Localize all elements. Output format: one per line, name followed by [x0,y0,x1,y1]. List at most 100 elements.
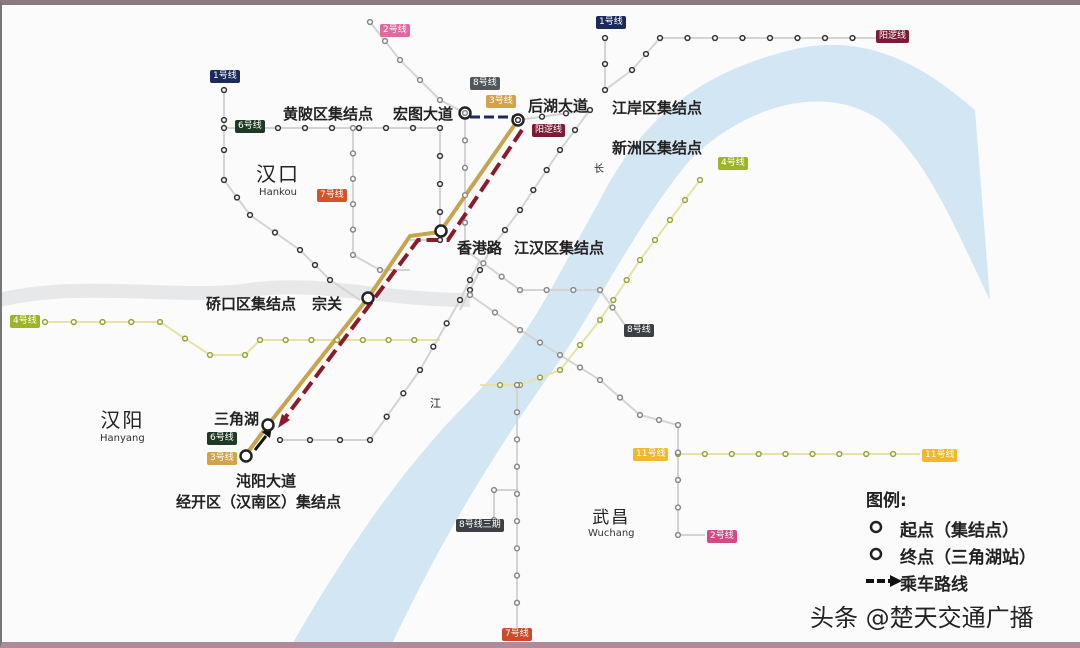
start-arrow [253,435,268,451]
station-dot [571,126,579,134]
station-zongguan: 宗关 [312,295,343,313]
line-yangluo [459,108,593,311]
station-dot [543,166,550,174]
line-badge: 3号线 [486,95,516,108]
station-dot [543,286,550,294]
station-dot [461,164,469,171]
legend-item: 乘车路线 [866,569,1036,596]
station-dot [396,56,404,64]
station-dot [516,326,524,334]
line-badge: 8号线三期 [456,519,504,532]
station-dot [755,450,762,458]
station-dot [381,37,389,45]
station-dot [436,124,444,132]
station-houhu: 后湖大道 [528,97,589,115]
station-dot [616,394,624,401]
station-dot [809,450,816,458]
station-dot [220,86,228,94]
station-dot [849,34,856,42]
district-name-en: Wuchang [588,528,635,539]
station-dot [596,286,604,294]
station-dot [601,86,609,94]
station-sanjiaohu: 三角湖 [214,410,260,428]
station-dot [246,211,254,219]
station-dot [436,180,444,188]
line-badge: 11号线 [922,449,958,462]
station-dot [513,572,521,579]
station-dot [513,599,521,606]
station-dot [430,343,437,350]
assembly-jingkai: 经开区（汉南区）集结点 [176,493,342,511]
station-dot [556,366,564,374]
line-badge: 阳逻线 [532,124,566,137]
station-dot [271,229,279,236]
station-dot [570,286,577,294]
station-dot [782,450,789,458]
station-dot [233,194,241,201]
line-badge: 11号线 [633,448,669,461]
station-dot [513,436,521,443]
station-dot [728,450,735,458]
station-dot [601,34,609,42]
dashed-arrow-icon [866,573,902,593]
station-dot [436,96,444,104]
station-dot [443,320,450,327]
station-dot [536,339,544,346]
station-dot [220,176,228,184]
station-dot [181,335,189,342]
line-badge: 2号线 [707,530,737,543]
river-label: 长 [594,164,604,175]
station-dot [628,66,636,74]
line-badge: 8号线 [624,324,654,337]
circle-icon [866,519,900,539]
line-4-west [45,321,440,356]
station-dot [456,296,464,304]
station-dot [328,124,336,132]
station-dot [436,152,444,160]
station-dot [436,236,444,244]
station-dot [674,449,682,456]
station-dot [636,411,644,419]
line-badge: 4号线 [718,157,748,170]
station-dot [411,336,418,344]
line-badge: 6号线 [235,120,265,133]
station-dot [476,266,484,274]
station-dot [326,276,334,284]
station-dot [642,50,650,58]
line-badge: 2号线 [380,24,410,37]
station-dot [656,34,664,42]
station-dot [409,124,417,132]
station-hongtu: 宏图大道 [393,105,454,123]
station-dot [794,34,801,42]
station-dot [655,416,663,424]
assembly-huangpi: 黄陂区集结点 [283,105,374,123]
station-dot [220,124,228,132]
station-dot [514,116,522,124]
station-dot [674,476,682,484]
station-dot [513,545,521,552]
district-name-en: Hanyang [100,433,145,444]
line-badge: 4号线 [10,315,40,328]
assembly-xinzhou: 新洲区集结点 [612,139,703,157]
station-dot [513,490,521,498]
station-dot [376,266,384,274]
station-dot [416,366,424,374]
assembly-jianghan: 江汉区集结点 [514,239,605,257]
line-badge: 3号线 [207,452,237,465]
station-dot [306,436,314,444]
station-dot [461,246,469,254]
station-dot [530,186,537,194]
han-river [0,280,471,307]
station-dot [516,286,524,294]
line-badge: 1号线 [210,70,240,83]
station-dot [516,206,524,214]
station-dot [498,273,505,280]
station-dot [466,291,474,299]
station-dot [513,409,521,416]
station-dot [99,318,106,326]
station-dot [674,531,682,539]
station-dot [274,124,282,132]
station-dot [596,316,604,324]
